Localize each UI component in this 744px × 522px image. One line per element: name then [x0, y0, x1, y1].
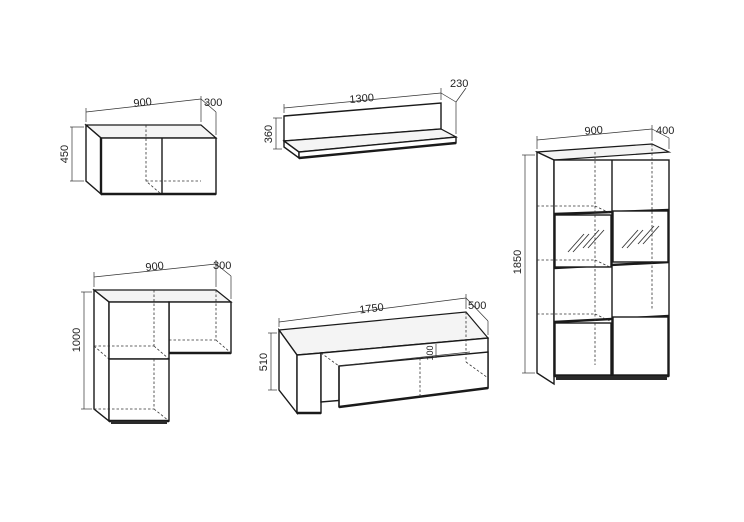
tv-bench-width: 1750: [359, 302, 385, 317]
wall-cabinet-depth: 300: [204, 97, 222, 109]
shelf-depth: 230: [450, 78, 468, 90]
tv-bench: 100 1750 500 510: [258, 294, 490, 416]
tall-cabinet-plinth: [556, 376, 667, 380]
tall-cabinet-top: [534, 143, 672, 161]
corner-unit-plinth: [111, 421, 167, 424]
tall-cabinet: 900 400 1850: [512, 124, 674, 386]
corner-unit-height: 1000: [71, 328, 83, 352]
wall-cabinet-side: [85, 123, 102, 196]
tall-cabinet-width: 900: [584, 124, 603, 138]
tv-bench-inner-height: 100: [425, 345, 435, 360]
tall-cabinet-height: 1850: [512, 250, 524, 274]
wall-cabinet-front: [100, 137, 217, 195]
corner-unit: 900 300 1000: [71, 260, 233, 424]
wall-cabinet-top: [84, 124, 218, 139]
corner-unit-top: [92, 289, 233, 303]
tall-cabinet-glass-door-right: [612, 210, 669, 263]
corner-unit-depth: 300: [213, 260, 231, 272]
tv-bench-height: 510: [258, 353, 270, 371]
tv-bench-depth: 500: [468, 300, 486, 312]
shelf-height: 360: [263, 125, 275, 143]
wall-cabinet-width: 900: [133, 96, 153, 110]
wall-cabinet: 900 300 450: [59, 96, 222, 196]
shelf-width: 1300: [349, 92, 374, 106]
wall-cabinet-height: 450: [59, 145, 71, 163]
tall-cabinet-depth: 400: [656, 125, 674, 137]
wall-shelf: 1300 230 360: [263, 78, 468, 160]
corner-unit-width: 900: [145, 260, 165, 274]
